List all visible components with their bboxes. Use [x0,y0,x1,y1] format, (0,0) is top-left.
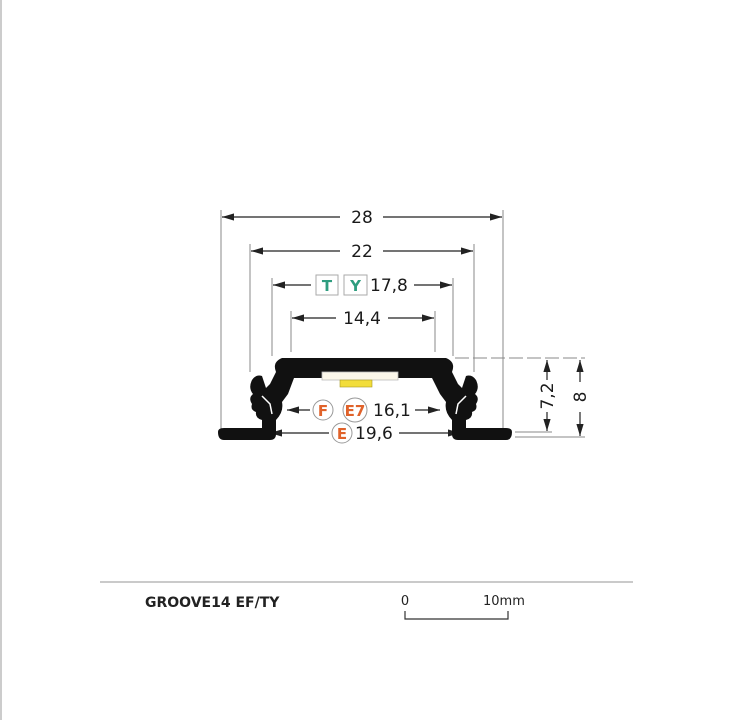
scale-start-label: 0 [401,594,409,609]
dim-label-17-8: 17,8 [370,276,408,296]
led-pcb [321,371,399,381]
dim-label-22: 22 [351,242,373,262]
badge-t-box [315,274,339,296]
dim-label-19-6: 19,6 [355,424,393,444]
dim-label-7-2: 7,2 [538,382,558,409]
extension-lines [220,210,585,438]
led-chip [339,379,373,388]
scale-end-label: 10mm [483,594,525,609]
badge-f: F [318,402,328,420]
dim-label-16-1: 16,1 [373,401,411,421]
dim-label-8: 8 [571,392,591,403]
badge-y-box [343,274,368,296]
badge-t: T [322,277,333,295]
badge-e: E [337,425,347,443]
badge-e7: E7 [345,402,366,420]
aluminium-profile [218,358,512,440]
product-name: GROOVE14 EF/TY [145,595,280,611]
scale-bar [404,611,509,620]
dim-label-14-4: 14,4 [343,309,381,329]
badge-f-circle [312,399,334,421]
badge-y: Y [349,277,362,295]
dim-label-28: 28 [351,208,373,228]
badge-e7-circle [342,397,368,423]
badge-e-circle [331,422,353,444]
